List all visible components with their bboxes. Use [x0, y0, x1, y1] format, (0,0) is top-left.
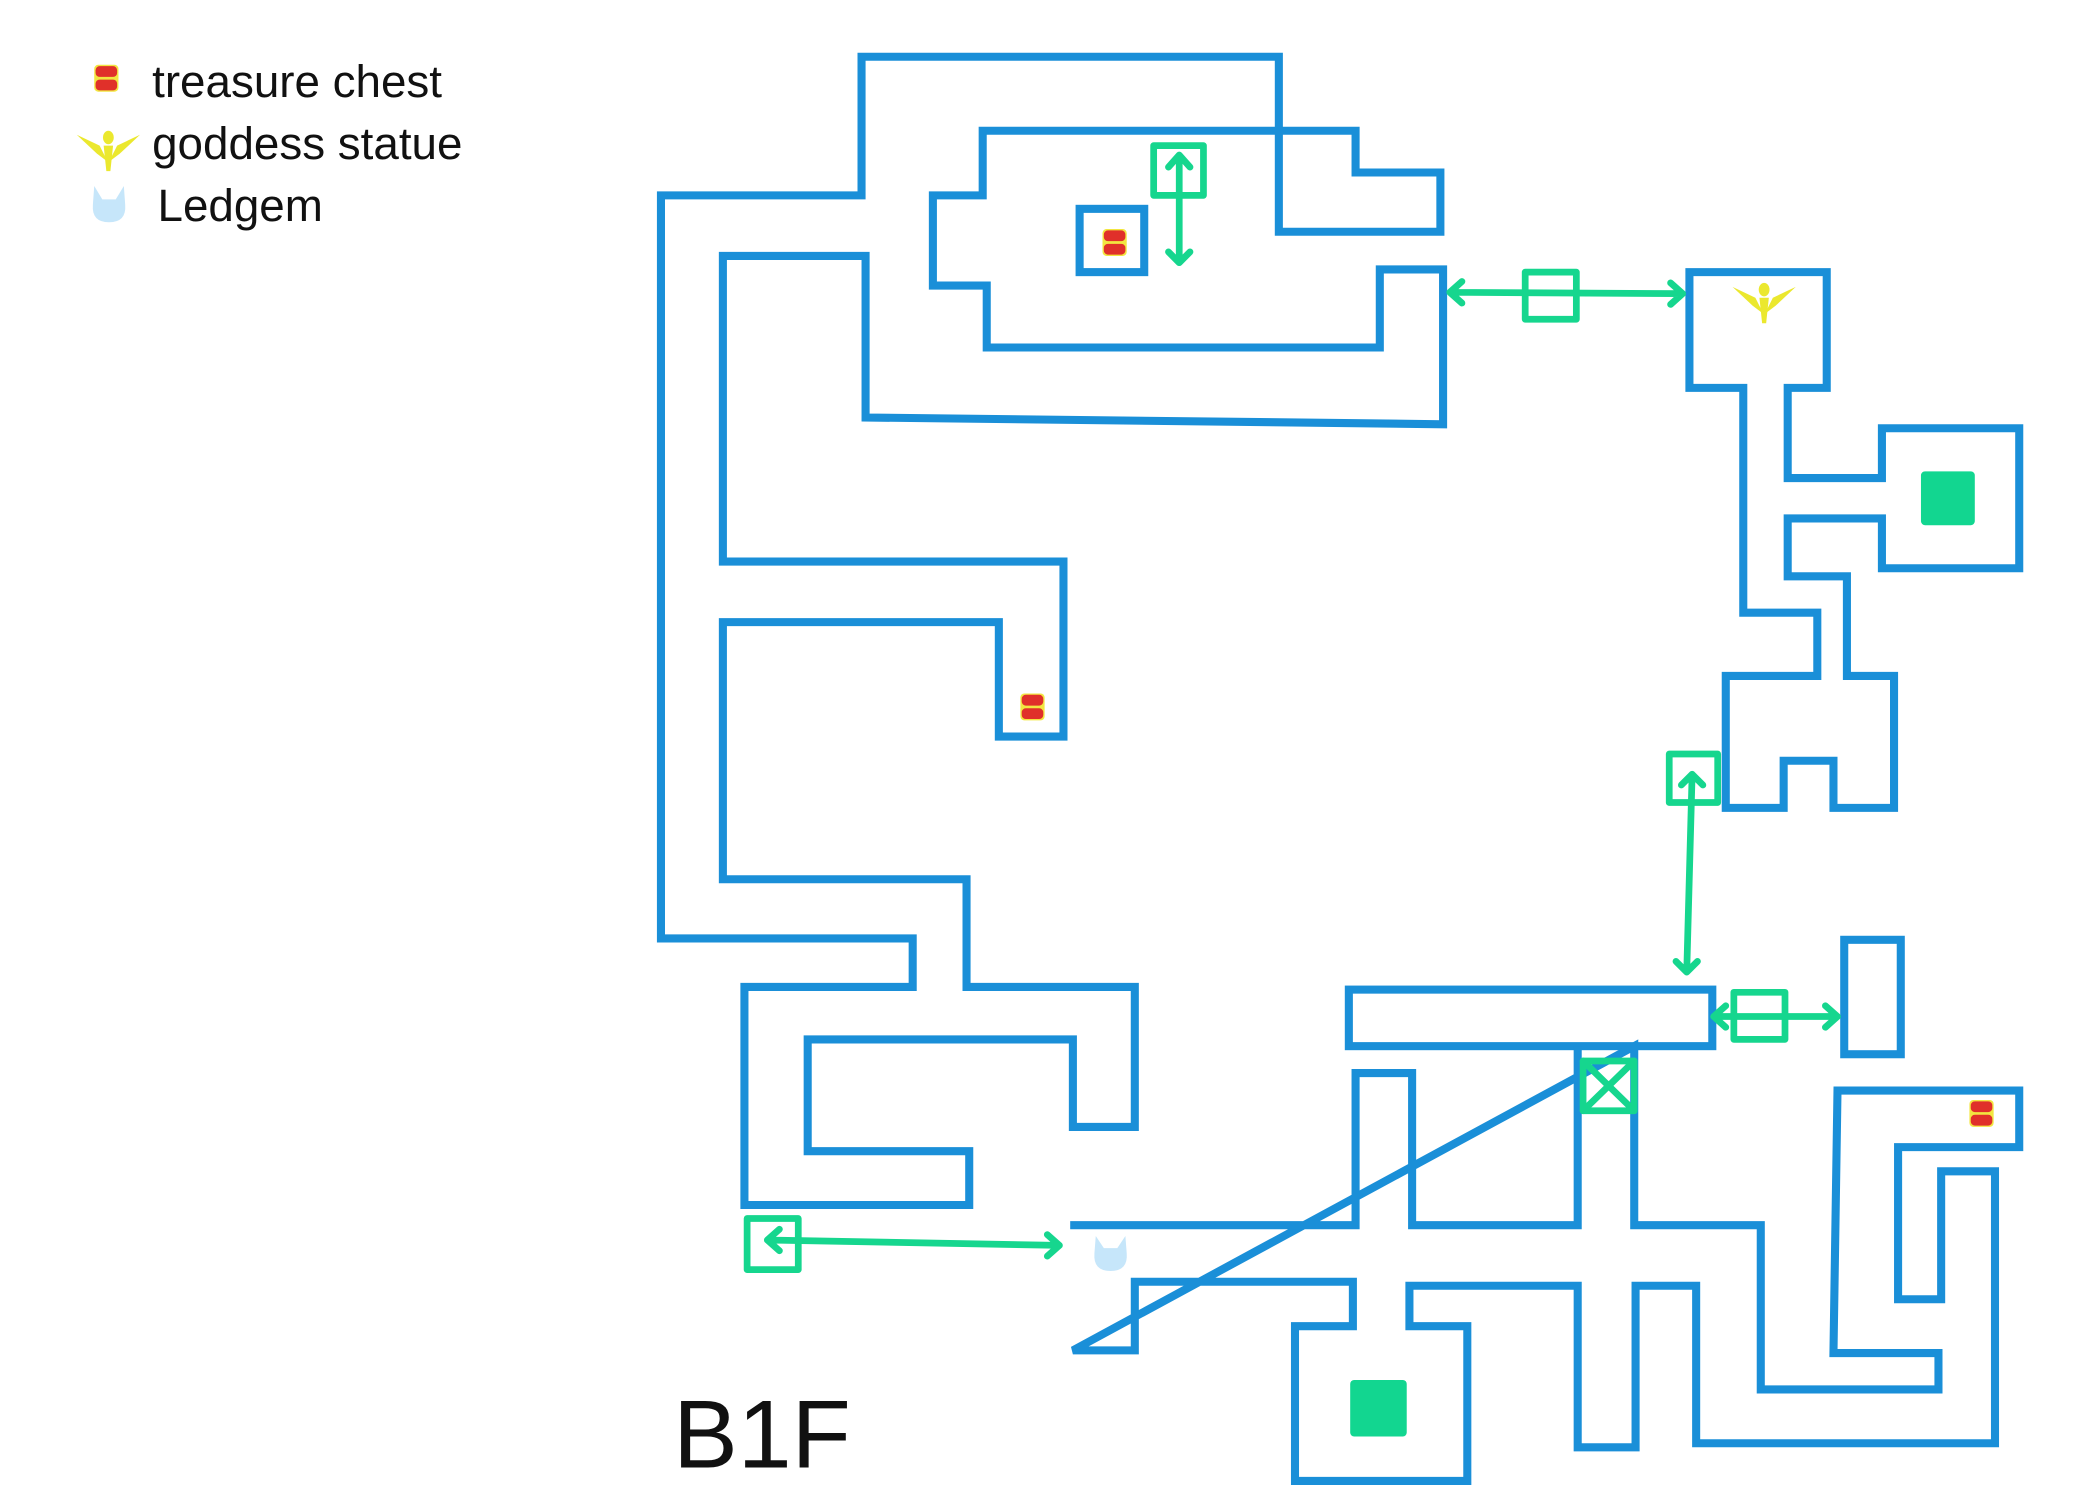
stairs-east[interactable] [1920, 471, 1975, 526]
legend-label-ledgem: Ledgem [158, 180, 323, 231]
warp-link-north[interactable] [1150, 142, 1207, 267]
legend: treasure chest goddess statue Ledgem [76, 56, 462, 231]
treasure-chest-icon[interactable] [1020, 693, 1045, 721]
wall-west-complex [656, 52, 1448, 1210]
goddess-statue-icon[interactable] [1732, 282, 1796, 324]
warp-link-bar[interactable] [1710, 988, 1841, 1043]
legend-label-treasure-chest: treasure chest [152, 56, 442, 107]
floor-label: B1F [673, 1380, 851, 1489]
wall-statue-complex [1685, 268, 2024, 812]
ledgem-icon [92, 185, 126, 223]
ledgem-icon[interactable] [1094, 1235, 1127, 1271]
warp-link-vertical[interactable] [1665, 750, 1722, 976]
blocked-door-icon [1579, 1057, 1638, 1115]
treasure-chest-icon [94, 64, 119, 92]
treasure-chest-icon[interactable] [1102, 229, 1127, 256]
goddess-statue-icon [76, 130, 140, 172]
treasure-chest-icon[interactable] [1969, 1100, 1994, 1127]
legend-label-goddess-statue: goddess statue [152, 118, 462, 169]
stairs-south[interactable] [1350, 1380, 1407, 1437]
wall-small-room [1840, 935, 1905, 1059]
wall-long-bar [1344, 985, 1717, 1051]
wall-chest-alcove [1075, 204, 1149, 277]
warp-link-east[interactable] [1446, 268, 1687, 323]
wall-south-complex [1070, 1039, 2024, 1485]
warp-link-southwest[interactable] [743, 1215, 1063, 1273]
